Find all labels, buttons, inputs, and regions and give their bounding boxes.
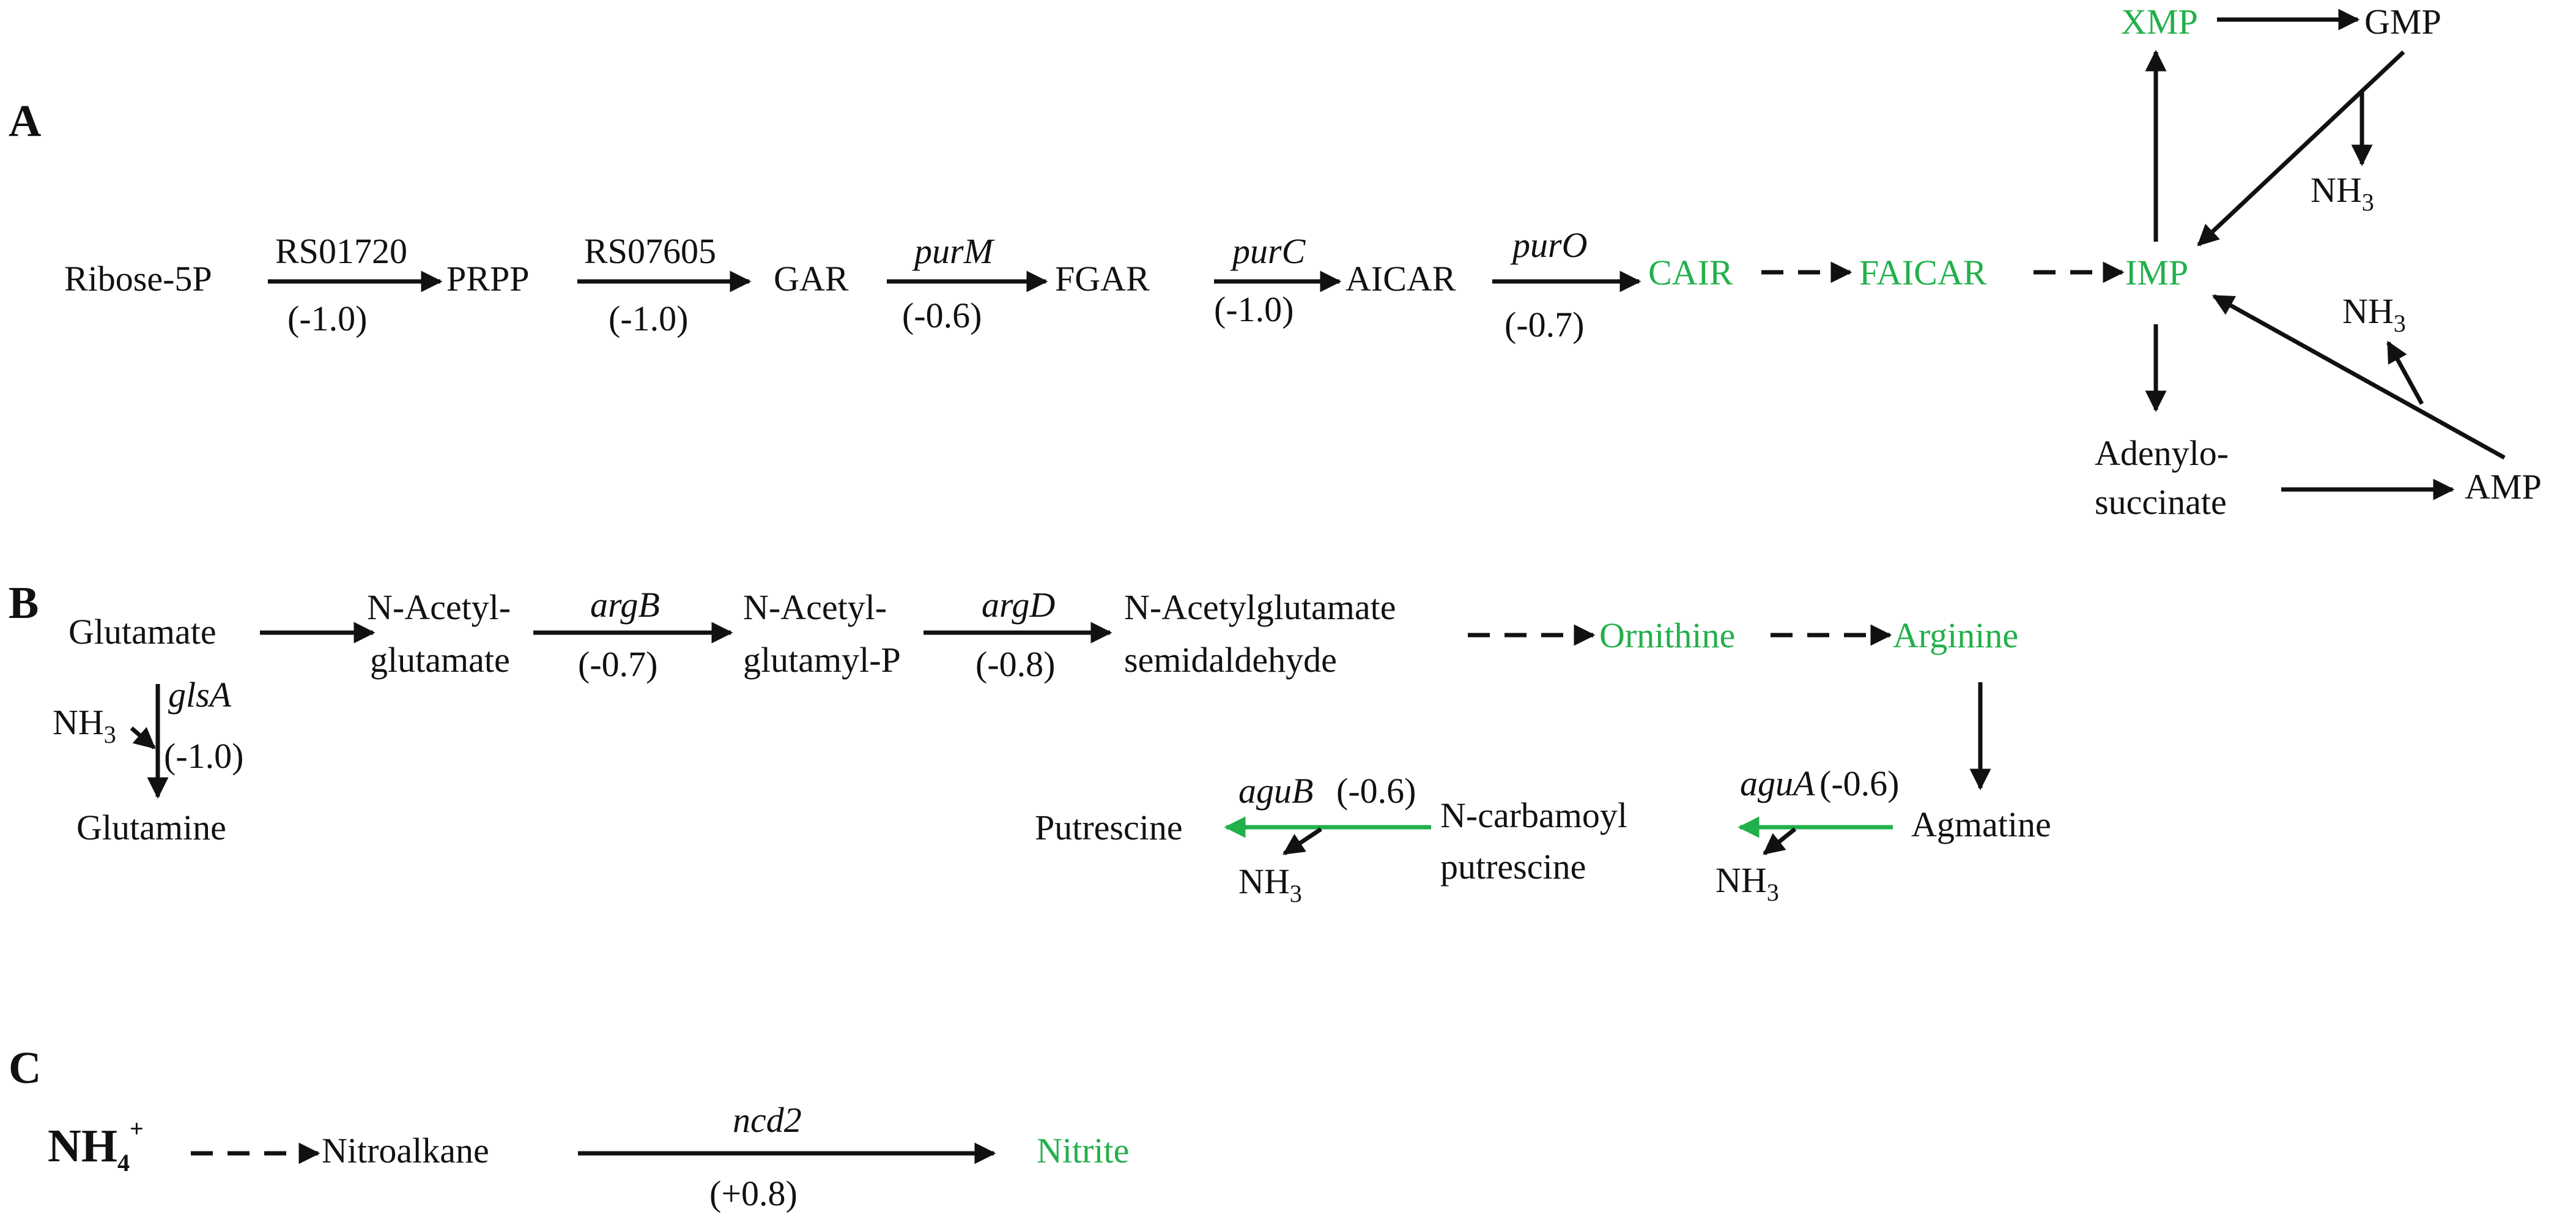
node-arginine: Arginine — [1893, 616, 2018, 655]
value-agub: (-0.6) — [1336, 771, 1416, 811]
arrow-nh3-glsa — [130, 726, 156, 749]
node-nh4: NH4+ — [48, 1115, 144, 1177]
nh3-gmp: NH3 — [2311, 170, 2374, 216]
nh3-agua: NH3 — [1715, 860, 1779, 906]
node-ornithine: Ornithine — [1599, 616, 1735, 655]
node-glutamine: Glutamine — [76, 808, 226, 847]
node-putrescine: Putrescine — [1035, 808, 1183, 847]
nh3-agub: NH3 — [1238, 861, 1302, 907]
node-fgar: FGAR — [1055, 259, 1150, 299]
arrow-gmp-imp — [2197, 50, 2405, 247]
panel-label-b: B — [9, 578, 39, 628]
node-gmp: GMP — [2364, 2, 2441, 42]
node-imp: IMP — [2125, 253, 2188, 292]
value-purm: (-0.6) — [902, 296, 982, 335]
value-agua: (-0.6) — [1819, 764, 1899, 803]
node-gar: GAR — [774, 259, 849, 299]
value-argd: (-0.8) — [975, 644, 1055, 684]
node-ncarbamoyl-line1: N-carbamoyl — [1440, 795, 1627, 835]
node-nacetylglutamylp-line1: N-Acetyl- — [743, 587, 887, 627]
enzyme-glsa: glsA — [168, 675, 232, 715]
value-rs07605: (-1.0) — [609, 299, 688, 338]
node-amp: AMP — [2465, 467, 2542, 507]
arrow-agua-nh3 — [1763, 827, 1797, 855]
panel-label-a: A — [9, 96, 41, 146]
node-cair: CAIR — [1648, 253, 1733, 292]
node-aicar: AICAR — [1345, 259, 1456, 299]
node-nacetylglutamylp-line2: glutamyl-P — [743, 640, 901, 680]
enzyme-purm: purM — [912, 231, 995, 271]
enzyme-purc: purC — [1230, 231, 1306, 271]
nh3-glsa: NH3 — [53, 702, 116, 748]
enzyme-rs07605: RS07605 — [584, 231, 716, 271]
node-adenylosuccinate-line2: succinate — [2095, 482, 2227, 522]
node-nacetylglutamate-line2: glutamate — [370, 640, 510, 680]
value-rs01720: (-1.0) — [287, 299, 367, 338]
node-faicar: FAICAR — [1859, 253, 1987, 292]
node-nitroalkane: Nitroalkane — [322, 1131, 489, 1170]
enzyme-agua: aguA — [1740, 764, 1815, 803]
panel-label-c: C — [9, 1043, 41, 1093]
node-nags-line1: N-Acetylglutamate — [1124, 587, 1396, 627]
arrow-amp-nh3 — [2386, 340, 2424, 405]
value-puro: (-0.7) — [1505, 305, 1584, 344]
node-nitrite: Nitrite — [1037, 1131, 1129, 1170]
enzyme-ncd2: ncd2 — [733, 1100, 802, 1140]
value-argb: (-0.7) — [578, 644, 657, 684]
enzyme-argd: argD — [982, 585, 1055, 625]
node-ribose-5p: Ribose-5P — [64, 259, 212, 299]
node-nags-line2: semidaldehyde — [1124, 640, 1337, 680]
arrow-agub-nh3 — [1282, 827, 1322, 855]
node-agmatine: Agmatine — [1911, 805, 2051, 844]
value-glsa: (-1.0) — [164, 736, 243, 776]
enzyme-argb: argB — [590, 585, 660, 625]
node-adenylosuccinate-line1: Adenylo- — [2095, 433, 2229, 473]
node-ncarbamoyl-line2: putrescine — [1440, 847, 1586, 887]
value-ncd2: (+0.8) — [709, 1174, 798, 1213]
node-prpp: PRPP — [446, 259, 529, 299]
enzyme-puro: purO — [1510, 225, 1587, 265]
node-xmp: XMP — [2121, 2, 2198, 42]
node-glutamate: Glutamate — [68, 612, 217, 652]
value-purc: (-1.0) — [1214, 289, 1294, 329]
node-nacetylglutamate-line1: N-Acetyl- — [367, 587, 511, 627]
enzyme-agub: aguB — [1238, 771, 1313, 811]
nh3-amp: NH3 — [2342, 291, 2406, 337]
enzyme-rs01720: RS01720 — [275, 231, 407, 271]
arrow-amp-imp — [2211, 294, 2506, 460]
